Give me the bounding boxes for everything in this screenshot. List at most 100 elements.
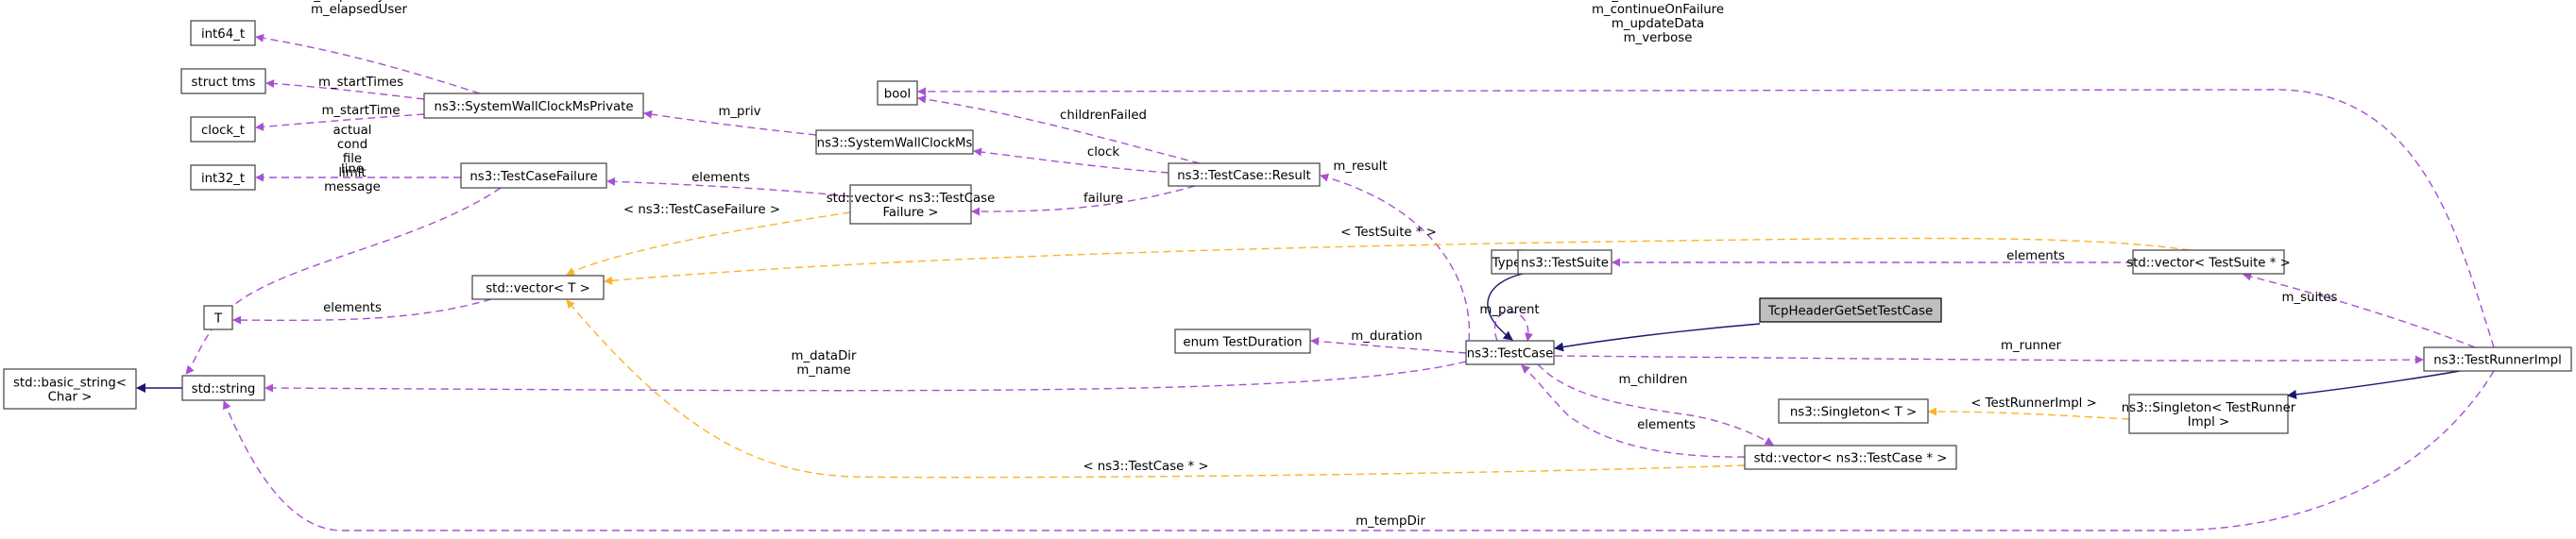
class-node-testcase[interactable]: ns3::TestCase — [1465, 340, 1555, 365]
class-node-testrunnerimpl[interactable]: ns3::TestRunnerImpl — [2423, 346, 2572, 372]
class-node-testcasefailure[interactable]: ns3::TestCaseFailure — [460, 162, 607, 189]
edge-label-line: m_children — [1619, 373, 1688, 387]
class-node-std-string[interactable]: std::string — [181, 375, 265, 401]
node-label: std::basic_string<Char > — [13, 377, 127, 405]
class-node-clock-t[interactable]: clock_t — [190, 116, 256, 143]
class-node-int64-t[interactable]: int64_t — [190, 20, 256, 46]
node-label-line: std::vector< T > — [486, 282, 590, 296]
node-box — [190, 20, 256, 46]
edge-TestCase_Result-to-bool — [917, 94, 1201, 164]
edge-TestCase-to-TestCase_Result — [1320, 173, 1471, 342]
node-box — [423, 93, 644, 119]
node-box — [1517, 249, 1612, 275]
edge-label-line: m_verbose — [1624, 31, 1693, 45]
edge-label-line: m_elapsedSystem — [301, 0, 416, 3]
edge-label-line: m_result — [1333, 160, 1387, 174]
class-node-struct-tms[interactable]: struct tms — [180, 68, 266, 94]
node-label: struct tms — [192, 76, 256, 90]
edge-TestCase-to-vector_TestCasePtr — [1537, 363, 1774, 446]
node-label-line: ns3::TestCase::Result — [1177, 169, 1311, 183]
class-node-testcase-result[interactable]: ns3::TestCase::Result — [1168, 162, 1321, 187]
edge-TestRunnerImpl-to-vector_TestSuitePtr — [2243, 272, 2476, 348]
node-label: clock_t — [201, 124, 245, 138]
node-box — [1744, 445, 1957, 470]
node-label-line: ns3::TestCase — [1467, 347, 1554, 362]
edge-label: m_startTimes — [318, 76, 403, 90]
node-box — [877, 80, 918, 106]
node-label-line: std::vector< TestSuite * > — [2126, 257, 2290, 271]
node-box — [3, 368, 137, 410]
class-node-systemwallclockms[interactable]: ns3::SystemWallClockMs — [815, 129, 974, 155]
class-node-vector-testcaseptr[interactable]: std::vector< ns3::TestCase * > — [1744, 445, 1957, 470]
edge-label-line: < TestSuite * > — [1340, 226, 1437, 240]
node-label: ns3::SystemWallClockMs — [817, 137, 973, 151]
class-node-bool[interactable]: bool — [877, 80, 918, 106]
node-label-line: Impl > — [2188, 415, 2229, 430]
edge-label: childrenFailed — [1060, 109, 1147, 123]
node-box — [180, 68, 266, 94]
node-label-line: ns3::TestRunnerImpl — [2433, 354, 2562, 368]
edge-vector_TestCasePtr-to-vector_T — [566, 299, 1746, 479]
class-node-vector-t[interactable]: std::vector< T > — [471, 275, 605, 300]
class-node-tcpheadergetsettestcase[interactable]: TcpHeaderGetSetTestCase — [1759, 297, 1942, 323]
node-label-line: ns3::TestCaseFailure — [469, 170, 597, 184]
edge-TestCase-to-enum_TestDuration — [1310, 337, 1467, 354]
node-label-line: struct tms — [192, 76, 256, 90]
edge-label-line: < ns3::TestCase * > — [1083, 460, 1208, 474]
class-node-type[interactable]: Type — [1491, 249, 1523, 275]
class-node-systemwallclockmsprivate[interactable]: ns3::SystemWallClockMsPrivate — [423, 93, 644, 119]
edge-SystemWallClockMsPrivate-to-clock_t — [255, 113, 425, 131]
node-box — [2132, 249, 2285, 275]
node-label-line: T — [213, 312, 223, 327]
edge-label-line: m_startTimes — [318, 76, 403, 90]
node-label: std::vector< T > — [486, 282, 590, 296]
edge-TestCase-to-TestRunnerImpl — [1554, 355, 2424, 364]
node-box — [1491, 249, 1523, 275]
node-box — [815, 129, 974, 155]
class-node-int32-t[interactable]: int32_t — [190, 164, 256, 191]
edge-label: m_duration — [1351, 329, 1423, 344]
edge-label: elements — [691, 171, 750, 185]
edge-label: m_suites — [2282, 291, 2338, 305]
edge-label: m_priv — [718, 105, 760, 119]
class-node-t[interactable]: T — [203, 305, 233, 330]
node-label-line: Type — [1492, 257, 1522, 271]
class-node-singleton-t[interactable]: ns3::Singleton< T > — [1778, 398, 1929, 424]
node-label: ns3::TestCaseFailure — [469, 170, 597, 184]
edge-TestCase-to-TestCase — [1493, 311, 1533, 342]
class-node-enum-testduration[interactable]: enum TestDuration — [1174, 328, 1311, 354]
node-label-line: std::basic_string< — [13, 377, 127, 391]
class-node-vector-testsuiteptr[interactable]: std::vector< TestSuite * > — [2126, 249, 2291, 275]
edge-TestRunnerImpl-to-std_string — [222, 370, 2495, 531]
node-label: std::vector< ns3::TestCase * > — [1754, 452, 1948, 466]
node-label-line: ns3::Singleton< T > — [1790, 406, 1917, 420]
edge-label-line: limit — [338, 166, 366, 180]
node-label-line: Failure > — [882, 206, 938, 220]
node-label: int32_t — [201, 172, 245, 186]
edge-TcpHeaderGetSetTestCase-to-TestCase — [1554, 323, 1761, 352]
edge-label: < TestRunnerImpl > — [1970, 396, 2097, 411]
node-label: ns3::Singleton< T > — [1790, 406, 1917, 420]
edge-label: m_elapsedRealm_elapsedSystemm_elapsedUse… — [301, 0, 416, 17]
class-node-testsuite[interactable]: ns3::TestSuite — [1517, 249, 1612, 275]
edge-label-line: elements — [323, 301, 382, 315]
edge-label: line — [341, 162, 364, 177]
node-label-line: std::string — [192, 382, 256, 396]
edge-label-line: clock — [1087, 145, 1119, 160]
edge-SystemWallClockMsPrivate-to-struct_tms — [265, 79, 425, 100]
edge-label: clock — [1087, 145, 1119, 160]
edge-vector_TestCasePtr-to-TestCase — [1521, 364, 1746, 458]
node-label: ns3::SystemWallClockMsPrivate — [434, 100, 633, 114]
edge-label-line: m_suites — [2282, 291, 2338, 305]
edge-label-line: cond — [337, 138, 367, 152]
node-box — [190, 116, 256, 143]
class-node-basic-string[interactable]: std::basic_string<Char > — [3, 368, 137, 410]
edge-TestRunnerImpl-to-Singleton_TestRunnerImpl — [2287, 370, 2461, 399]
edge-TestCaseFailure-to-std_string — [185, 187, 502, 375]
edge-SystemWallClockMsPrivate-to-int64_t — [255, 33, 481, 94]
edge-label: m_runner — [2001, 339, 2062, 353]
edge-label-line: m_dataDir — [792, 349, 857, 363]
